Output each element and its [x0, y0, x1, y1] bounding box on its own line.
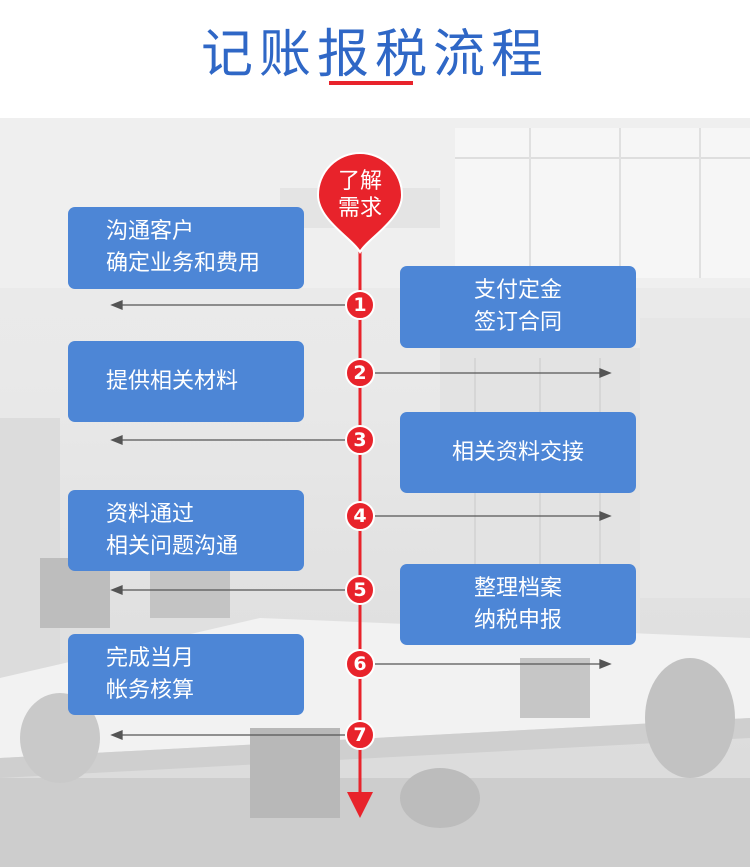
step-5-line2: 相关问题沟通 — [106, 533, 239, 559]
step-6-circle — [345, 649, 375, 679]
step-7-circle — [345, 720, 375, 750]
step-1-circle — [345, 290, 375, 320]
step-3-box: 提供相关材料 — [68, 341, 304, 422]
step-2-circle — [345, 358, 375, 388]
step-3-circle — [345, 425, 375, 455]
step-6-box: 整理档案 纳税申报 — [400, 564, 636, 645]
start-line1: 了解 — [337, 169, 382, 194]
start-pin-marker — [316, 152, 404, 255]
step-5-box: 资料通过 相关问题沟通 — [68, 490, 304, 571]
step-4-line1: 相关资料交接 — [451, 439, 584, 465]
step-7-line2: 帐务核算 — [106, 677, 195, 703]
step-5-number: 5 — [353, 579, 367, 601]
page-title: 记账报税流程 — [200, 25, 549, 85]
start-pin-label: 了解 需求 — [318, 168, 402, 222]
arrow-3-head — [110, 435, 123, 445]
step-1-number: 1 — [353, 294, 367, 316]
step-6-line1: 整理档案 — [473, 575, 562, 601]
arrow-5-head — [110, 585, 123, 595]
step-2-box: 支付定金 签订合同 — [400, 266, 636, 348]
arrow-4-head — [599, 511, 612, 521]
arrow-2-head — [599, 368, 612, 378]
title-underline — [329, 81, 413, 85]
step-4-circle — [345, 501, 375, 531]
step-1-line1: 沟通客户 — [106, 219, 195, 244]
step-3-number: 3 — [353, 429, 367, 451]
step-4-box: 相关资料交接 — [400, 412, 636, 493]
timeline-end-arrow — [347, 792, 373, 818]
step-2-number: 2 — [353, 362, 367, 384]
step-2-line1: 支付定金 — [473, 278, 562, 303]
arrow-1-head — [110, 300, 123, 310]
start-line2: 需求 — [337, 196, 382, 221]
step-1-line2: 确定业务和费用 — [106, 251, 261, 276]
step-6-number: 6 — [353, 653, 367, 675]
step-4-number: 4 — [353, 505, 367, 527]
arrow-6-head — [599, 659, 612, 669]
step-5-circle — [345, 575, 375, 605]
step-5-line1: 资料通过 — [106, 501, 195, 527]
step-2-line2: 签订合同 — [473, 310, 562, 335]
step-1-box: 沟通客户 确定业务和费用 — [68, 207, 304, 289]
step-7-number: 7 — [353, 724, 367, 746]
step-7-box: 完成当月 帐务核算 — [68, 634, 304, 715]
arrow-7-head — [110, 730, 123, 740]
header: 记账报税流程 — [0, 0, 750, 118]
step-3-line1: 提供相关材料 — [106, 368, 239, 394]
step-7-line1: 完成当月 — [106, 645, 195, 671]
step-6-line2: 纳税申报 — [473, 607, 562, 633]
